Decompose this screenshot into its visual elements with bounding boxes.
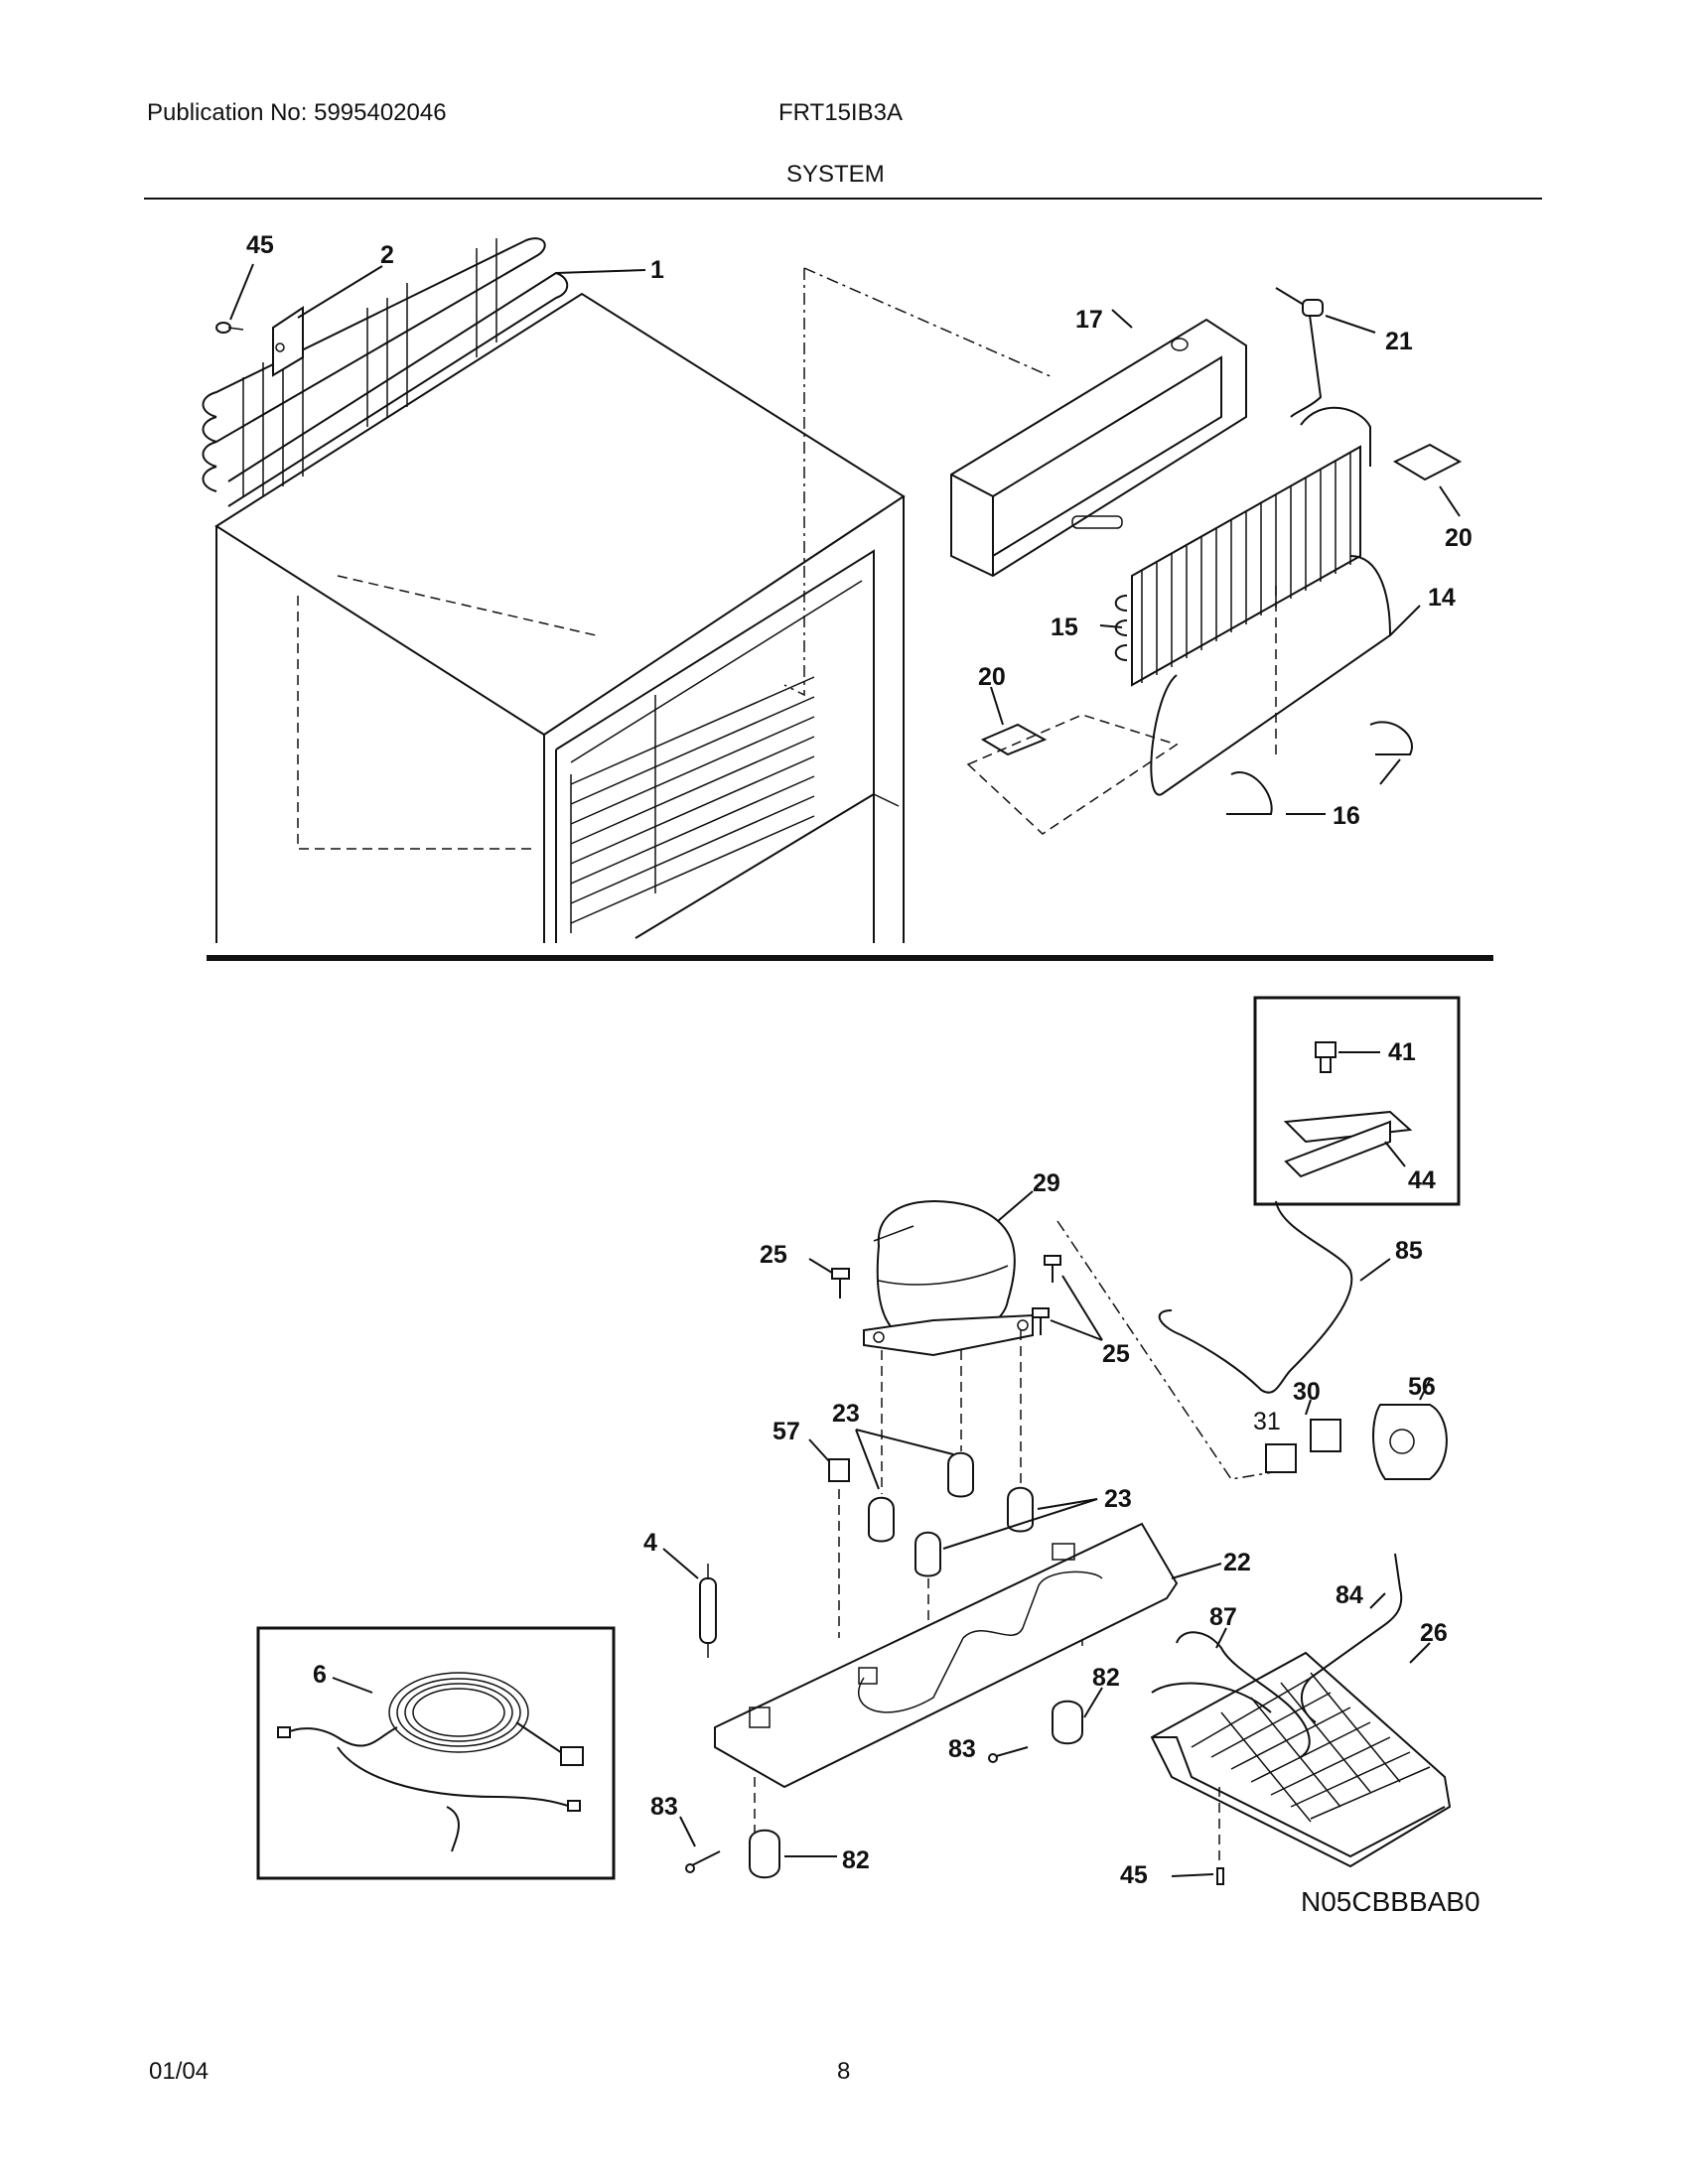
power-cord-inset	[256, 1626, 616, 1880]
callout-17: 17	[1075, 306, 1103, 334]
tube-84	[1301, 1553, 1403, 1723]
screw-45-bottom	[1171, 1867, 1224, 1885]
bracket-2	[272, 265, 383, 377]
screws-25	[808, 1255, 1103, 1341]
mount-82-right	[1052, 1687, 1103, 1745]
callout-23-top: 23	[832, 1400, 860, 1428]
callout-1: 1	[650, 256, 664, 284]
model-number: FRT15IB3A	[778, 99, 903, 126]
screw-83-right	[988, 1746, 1029, 1763]
callout-87: 87	[1209, 1603, 1237, 1631]
callout-30: 30	[1293, 1378, 1321, 1406]
callout-20-right: 20	[1445, 524, 1473, 552]
callout-25-right: 25	[1102, 1340, 1130, 1368]
callout-29: 29	[1033, 1169, 1060, 1197]
liner-ribs	[570, 676, 815, 933]
heater-14	[1150, 555, 1421, 796]
bracket-inset	[1253, 996, 1461, 1206]
callout-45-top: 45	[246, 231, 274, 259]
tube-85	[1158, 1200, 1391, 1394]
part-21	[1275, 287, 1376, 418]
screw-45-top	[215, 263, 254, 334]
section-separator	[207, 955, 1493, 961]
callout-45-bottom: 45	[1120, 1861, 1148, 1889]
callout-56: 56	[1408, 1373, 1436, 1401]
callout-2: 2	[380, 241, 394, 269]
callout-4: 4	[643, 1529, 657, 1557]
header-rule	[144, 198, 1542, 200]
callout-26: 26	[1420, 1619, 1448, 1647]
callout-83-left: 83	[650, 1793, 678, 1821]
callout-6: 6	[313, 1661, 327, 1689]
callout-25-left: 25	[760, 1241, 787, 1269]
grommets-23	[855, 1429, 1098, 1577]
callout-23-right: 23	[1104, 1485, 1132, 1513]
section-title: SYSTEM	[786, 161, 885, 188]
cabinet-drawing	[202, 237, 1054, 943]
relay-parts	[1265, 1379, 1448, 1480]
drain-pan	[1150, 1642, 1452, 1868]
page-number: 8	[837, 2058, 851, 2085]
screw-83-left	[679, 1816, 721, 1873]
callout-85: 85	[1395, 1237, 1423, 1265]
callout-84: 84	[1336, 1581, 1363, 1609]
callout-16: 16	[1333, 802, 1360, 830]
publication-number: Publication No: 5995402046	[147, 99, 447, 126]
callout-14: 14	[1428, 584, 1456, 612]
diagram-code: N05CBBBAB0	[1301, 1886, 1480, 1917]
callout-57: 57	[773, 1418, 800, 1445]
base-plate	[714, 1522, 1222, 1837]
callout-44: 44	[1408, 1166, 1436, 1194]
callout-15: 15	[1051, 614, 1078, 641]
clip-20-right	[1392, 443, 1463, 517]
clip-20-left	[966, 686, 1179, 835]
tube-87	[1151, 1627, 1311, 1758]
drier-4	[662, 1548, 717, 1658]
callout-83-right: 83	[948, 1735, 976, 1763]
callout-21: 21	[1385, 328, 1413, 355]
callout-41: 41	[1388, 1038, 1416, 1066]
clip-16	[1226, 721, 1413, 815]
callout-22: 22	[1223, 1549, 1251, 1576]
mount-82-left	[749, 1829, 837, 1879]
footer-date: 01/04	[149, 2058, 210, 2085]
condenser-coil	[202, 237, 569, 507]
evaporator-cover	[950, 309, 1247, 578]
evaporator	[1099, 406, 1371, 687]
callout-20-left: 20	[978, 663, 1006, 691]
callout-82-right: 82	[1092, 1664, 1120, 1692]
callout-82-left: 82	[842, 1846, 870, 1874]
clip-57	[808, 1438, 850, 1482]
compressor	[863, 1190, 1034, 1357]
callout-31: 31	[1253, 1408, 1281, 1435]
